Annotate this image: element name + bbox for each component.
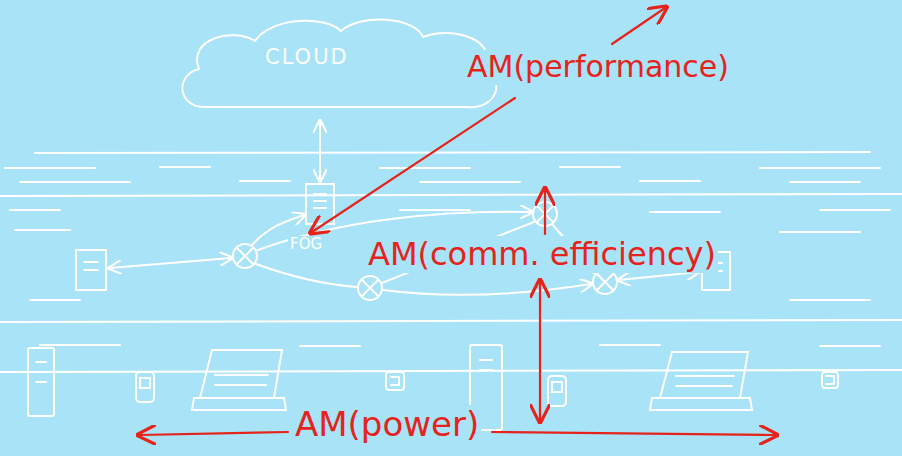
annotation-text: AM(performance) bbox=[465, 50, 731, 85]
annotation-text: AM(comm. efficiency) bbox=[366, 236, 718, 273]
annotation-text: AM(power) bbox=[293, 405, 481, 444]
cloud-label: CLOUD bbox=[265, 45, 349, 69]
annotation-arrows bbox=[140, 8, 775, 435]
cloud-shape: CLOUD bbox=[175, 15, 505, 115]
layer-label: FOG bbox=[288, 236, 324, 253]
